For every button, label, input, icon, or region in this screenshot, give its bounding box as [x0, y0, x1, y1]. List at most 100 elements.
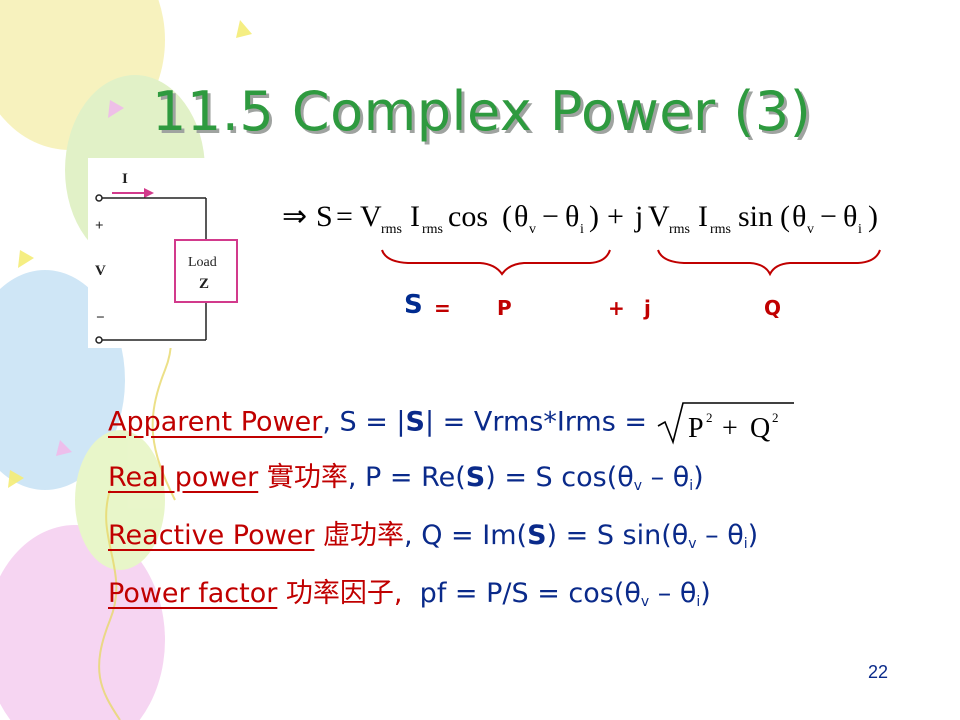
- factor-text: pf = P/S = cos(θ: [402, 578, 641, 609]
- factor-text: – θ: [649, 578, 697, 609]
- current-arrow: [112, 188, 154, 198]
- confetti-shape: [8, 470, 24, 488]
- bold-S: S: [405, 406, 425, 438]
- balloon-lime: [75, 430, 165, 570]
- eq-sub-v: v: [807, 222, 814, 237]
- eq-rms-sub: rms: [710, 222, 731, 237]
- eq-rms-sub: rms: [669, 222, 690, 237]
- confetti-shape: [108, 100, 124, 118]
- eq-sub-i: i: [580, 222, 584, 237]
- eq-open-paren: (: [502, 200, 512, 233]
- real-text: ): [693, 462, 704, 493]
- sqrt-exp: 2: [706, 410, 713, 425]
- eq-rms-sub: rms: [381, 222, 402, 237]
- power-sum-line: S = P + j Q: [0, 290, 960, 326]
- eq-plus: +: [607, 200, 624, 233]
- power-factor-definition: Power factor 功率因子, pf = P/S = cos(θv – θ…: [108, 574, 796, 632]
- definitions-list: Apparent Power, S = |S| = Vrms*Irms = P …: [108, 400, 796, 632]
- sub-v: v: [633, 478, 643, 494]
- apparent-power-definition: Apparent Power, S = |S| = Vrms*Irms = P …: [108, 400, 796, 458]
- eq-I: I: [410, 200, 420, 233]
- real-text: ) = S cos(θ: [485, 462, 634, 493]
- sub-v: v: [688, 536, 697, 552]
- eq-theta: θ: [843, 200, 857, 233]
- eq-cos: cos: [448, 200, 488, 233]
- load-circuit-diagram: I + V − Load Z: [88, 158, 268, 348]
- eq-V: V: [360, 200, 382, 233]
- factor-text: ): [700, 578, 711, 609]
- implies-symbol: ⇒: [282, 200, 307, 233]
- power-factor-comma: ,: [393, 578, 403, 609]
- balloon-string: [98, 489, 121, 720]
- eq-open-paren: (: [780, 200, 790, 233]
- current-label: I: [122, 171, 128, 187]
- balloon-pink: [0, 525, 165, 720]
- complex-power-equation: ⇒ S = V rms I rms cos ( θ v − θ i ) + j …: [282, 200, 881, 277]
- real-power-chinese: 實功率: [266, 462, 348, 493]
- sqrt-exp: 2: [772, 410, 779, 425]
- sum-S: S: [404, 290, 423, 320]
- sqrt-p2-q2-formula: P 2 + Q 2: [657, 402, 794, 445]
- reactive-text: ): [747, 520, 759, 551]
- real-text: , P = Re(: [347, 462, 466, 493]
- slide-title: 11.5 Complex Power (3): [152, 80, 812, 143]
- eq-sub-i: i: [858, 222, 862, 237]
- sum-P: P: [497, 296, 512, 320]
- eq-I: I: [698, 200, 708, 233]
- eq-rms-sub: rms: [422, 222, 443, 237]
- eq-theta: θ: [565, 200, 579, 233]
- eq-theta: θ: [514, 200, 528, 233]
- confetti-shape: [56, 440, 72, 456]
- page-number: 22: [868, 662, 889, 682]
- reactive-power-definition: Reactive Power 虛功率, Q = Im(S) = S sin(θv…: [108, 516, 796, 574]
- sub-i: i: [689, 478, 694, 494]
- plus-label: +: [95, 218, 104, 234]
- bold-S: S: [527, 520, 547, 551]
- minus-label: −: [96, 310, 105, 326]
- sub-v: v: [640, 594, 650, 610]
- eq-V: V: [648, 200, 670, 233]
- apparent-text: | = Vrms*Irms =: [424, 406, 647, 438]
- sub-i: i: [743, 536, 748, 552]
- sub-i: i: [696, 594, 701, 610]
- sqrt-Q: Q: [750, 413, 770, 444]
- eq-close-paren: ): [868, 200, 878, 233]
- real-text: – θ: [642, 462, 690, 493]
- apparent-text: , S = |: [322, 406, 406, 438]
- eq-minus: −: [820, 200, 837, 233]
- real-power-definition: Real power 實功率, P = Re(S) = S cos(θv – θ…: [108, 458, 796, 516]
- load-box: [174, 239, 238, 303]
- sum-j: j: [644, 296, 651, 320]
- confetti-shape: [18, 250, 34, 268]
- sqrt-P: P: [688, 413, 704, 444]
- real-power-term: Real power: [108, 462, 259, 493]
- power-factor-chinese: 功率因子: [285, 578, 394, 609]
- eq-j: j: [634, 200, 643, 233]
- reactive-power-chinese: 虛功率: [323, 520, 405, 551]
- eq-sub-v: v: [529, 222, 536, 237]
- apparent-power-term: Apparent Power: [108, 406, 323, 438]
- reactive-text: – θ: [696, 520, 744, 551]
- voltage-label: V: [95, 263, 106, 279]
- eq-close-paren: ): [589, 200, 599, 233]
- sum-equals: =: [434, 296, 451, 320]
- reactive-text: ) = S sin(θ: [546, 520, 689, 551]
- sum-Q: Q: [764, 296, 782, 320]
- confetti-shape: [236, 20, 252, 38]
- real-part-brace: [381, 249, 611, 276]
- bold-S: S: [465, 462, 486, 493]
- impedance-label: Z: [199, 276, 209, 292]
- reactive-power-term: Reactive Power: [108, 520, 315, 551]
- eq-S: S: [316, 200, 333, 233]
- load-label: Load: [188, 255, 217, 270]
- imaginary-part-brace: [657, 249, 881, 277]
- eq-equals: =: [336, 200, 353, 233]
- sqrt-plus: +: [722, 413, 738, 444]
- eq-minus: −: [542, 200, 559, 233]
- top-terminal: [95, 194, 103, 202]
- sum-plus: +: [608, 296, 625, 320]
- bottom-terminal: [95, 336, 103, 344]
- eq-sin: sin: [738, 200, 773, 233]
- eq-theta: θ: [792, 200, 806, 233]
- reactive-text: , Q = Im(: [404, 520, 528, 551]
